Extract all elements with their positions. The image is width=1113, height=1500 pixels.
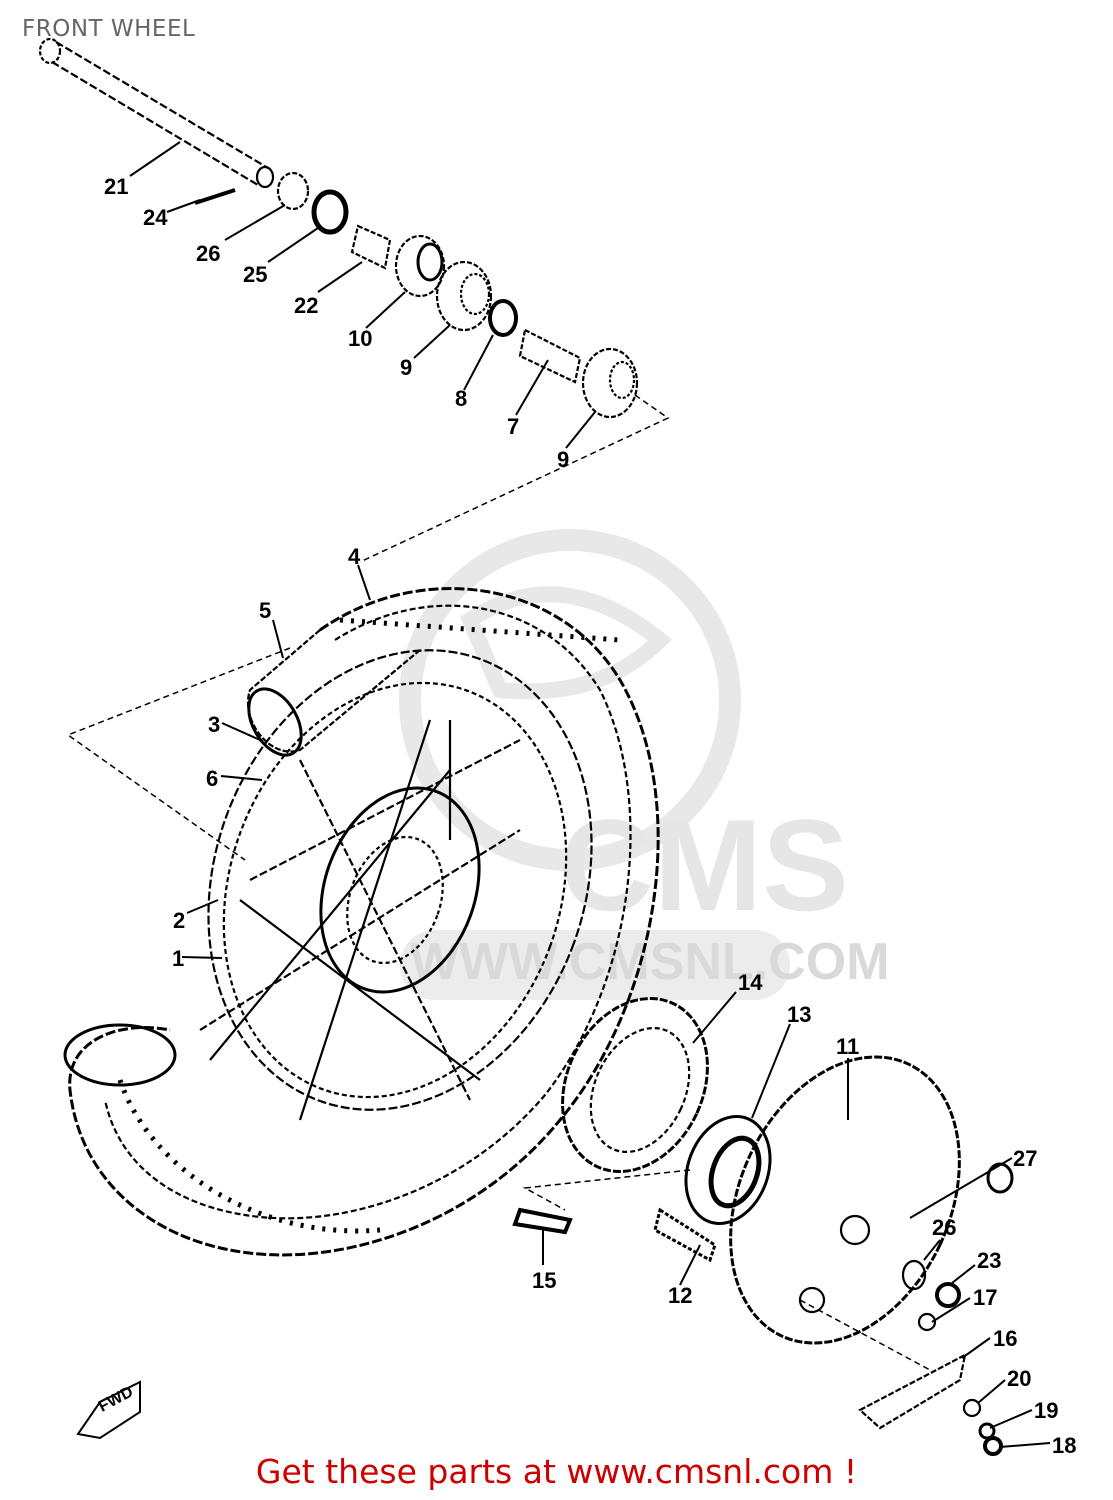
callout-11[interactable]: 11 xyxy=(836,1034,860,1059)
callout-13[interactable]: 13 xyxy=(787,1002,812,1027)
callout-5[interactable]: 5 xyxy=(259,598,272,623)
callout-17[interactable]: 17 xyxy=(973,1285,998,1310)
callout-26[interactable]: 26 xyxy=(196,241,221,266)
callout-10[interactable]: 10 xyxy=(348,326,373,351)
callout-23[interactable]: 23 xyxy=(977,1248,1002,1273)
callout-14[interactable]: 14 xyxy=(738,970,763,995)
callout-27[interactable]: 27 xyxy=(1013,1146,1038,1171)
callout-2[interactable]: 2 xyxy=(173,908,186,933)
callout-3[interactable]: 3 xyxy=(208,712,221,737)
callout-6[interactable]: 6 xyxy=(206,766,219,791)
axle-part-21[interactable] xyxy=(38,37,275,189)
page-title: FRONT WHEEL xyxy=(22,16,196,42)
rim-part-1[interactable] xyxy=(146,596,654,1164)
callout-1[interactable]: 1 xyxy=(172,946,185,971)
callout-4[interactable]: 4 xyxy=(348,544,361,569)
callout-7[interactable]: 7 xyxy=(507,414,520,439)
footer-promo-text[interactable]: Get these parts at www.cmsnl.com ! xyxy=(255,1452,858,1491)
callout-18[interactable]: 18 xyxy=(1052,1433,1077,1458)
callout-8[interactable]: 8 xyxy=(455,386,468,411)
callout-9[interactable]: 9 xyxy=(557,447,570,472)
tire-part-4[interactable] xyxy=(63,587,660,1257)
callout-22[interactable]: 22 xyxy=(294,293,319,318)
callout-19[interactable]: 19 xyxy=(1034,1398,1059,1423)
callout-25[interactable]: 25 xyxy=(243,262,268,287)
callout-24[interactable]: 24 xyxy=(143,205,168,230)
callout-16[interactable]: 16 xyxy=(993,1326,1018,1351)
callout-9[interactable]: 9 xyxy=(400,355,413,380)
callout-21[interactable]: 21 xyxy=(104,174,129,199)
watermark-cms-text: CMS xyxy=(560,792,849,938)
callout-15[interactable]: 15 xyxy=(532,1268,557,1293)
fwd-arrow-icon xyxy=(76,1380,141,1440)
callout-12[interactable]: 12 xyxy=(668,1283,693,1308)
footer-promo-link[interactable]: Get these parts at www.cmsnl.com ! xyxy=(0,1452,1113,1491)
callout-26[interactable]: 26 xyxy=(932,1215,957,1240)
callout-20[interactable]: 20 xyxy=(1007,1366,1032,1391)
watermark-url-text: WWW.CMSNL.COM xyxy=(410,933,890,991)
